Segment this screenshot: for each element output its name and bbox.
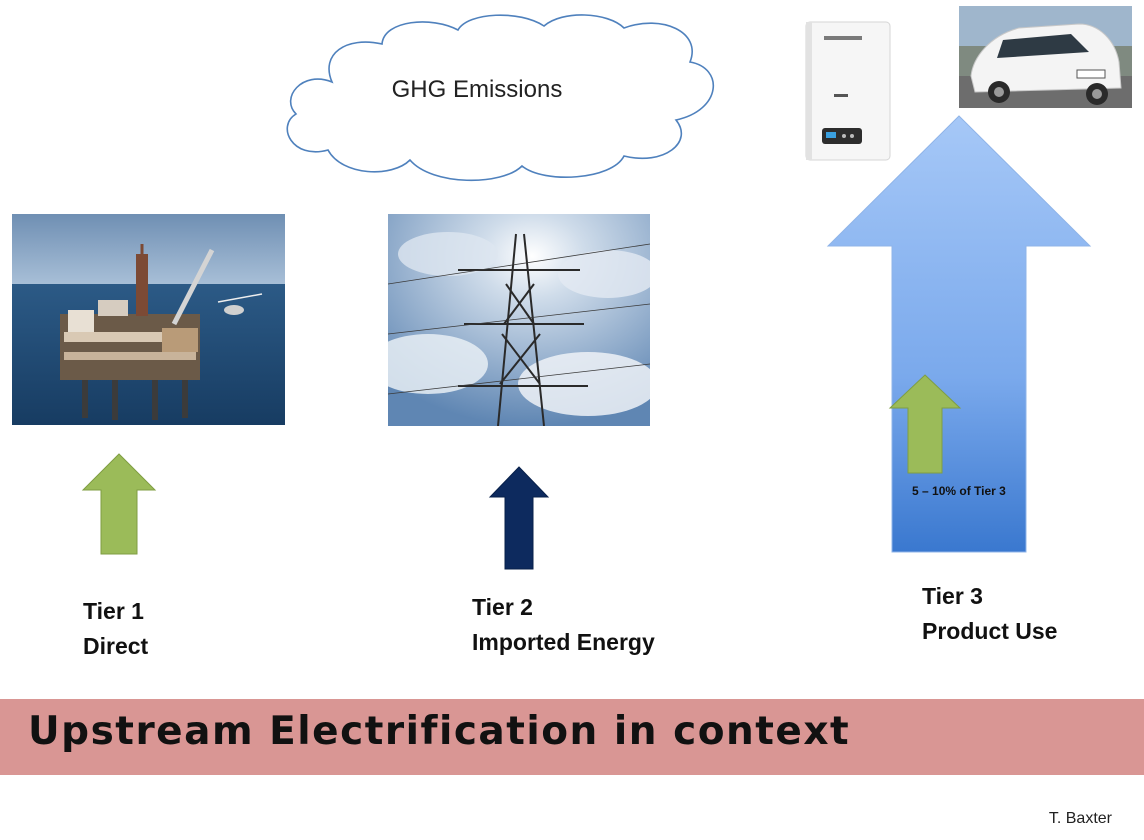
tier2-label: Tier 2 Imported Energy (472, 590, 655, 660)
title-banner: Upstream Electrification in context (0, 699, 1144, 775)
tier1-subtitle: Direct (83, 633, 149, 659)
author-credit: T. Baxter (1048, 810, 1112, 827)
offshore-platform-photo (12, 214, 285, 425)
tier1-label: Tier 1 Direct (83, 594, 148, 664)
tier3-fraction-note: 5 – 10% of Tier 3 (912, 484, 1006, 498)
tier2-imported-energy-arrow (488, 466, 550, 570)
tier3-subtitle: Product Use (922, 618, 1058, 644)
boiler-photo (804, 20, 892, 162)
tier3-label: Tier 3 Product Use (922, 579, 1057, 649)
tier2-title: Tier 2 (472, 594, 533, 620)
tier1-title: Tier 1 (83, 598, 144, 624)
tier3-fraction-arrow (888, 374, 962, 474)
slide-title: Upstream Electrification in context (28, 709, 851, 754)
tier3-title: Tier 3 (922, 583, 983, 609)
power-pylon-photo (388, 214, 650, 426)
tier2-subtitle: Imported Energy (472, 629, 655, 655)
cloud-label: GHG Emissions (391, 76, 563, 103)
ghg-emissions-cloud (286, 14, 714, 182)
tier3-product-use-arrow (826, 115, 1092, 553)
car-photo (959, 6, 1132, 108)
tier1-direct-arrow (81, 453, 157, 555)
